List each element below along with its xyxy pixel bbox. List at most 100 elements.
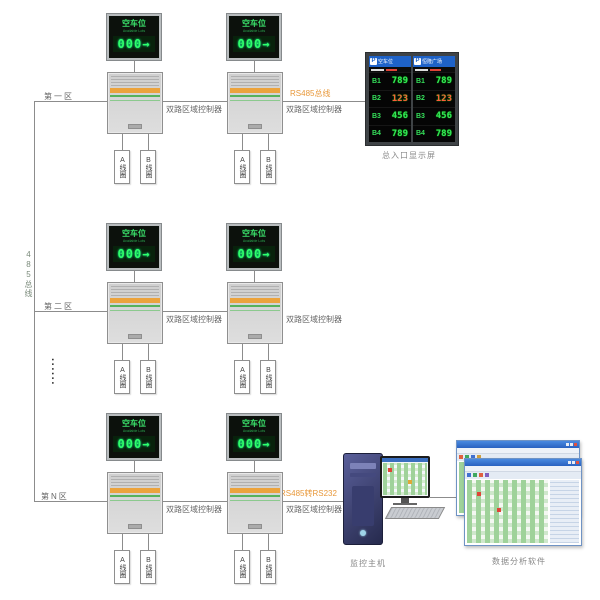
connector-line <box>254 270 255 282</box>
minimize-icon <box>568 461 571 464</box>
coil-b-box: B线圈 <box>260 150 276 184</box>
data-side-panel <box>549 480 579 543</box>
controller-green-line <box>110 495 160 497</box>
zone-controller-unit: 空车位 Available Lots 000→ 双路区域控制器 A线圈 B线圈 <box>226 413 347 590</box>
controller-label: 双路区域控制器 <box>166 505 222 514</box>
coil-a-label: A线圈 <box>119 156 126 178</box>
controller-cabinet <box>227 72 283 134</box>
led-sign-digits: 000→ <box>113 436 155 452</box>
toolbar-icon <box>477 455 481 459</box>
coil-b-box: B线圈 <box>140 150 156 184</box>
arrow-right-icon: → <box>142 247 151 261</box>
software-label: 数据分析软件 <box>492 557 546 566</box>
controller-cabinet <box>107 472 163 534</box>
led-sign: 空车位 Available Lots 000→ <box>106 413 162 461</box>
controller-green-line <box>230 100 280 101</box>
software-window <box>464 458 582 546</box>
controller-green-line <box>110 305 160 307</box>
zone-controller-unit: 空车位 Available Lots 000→ 双路区域控制器 A线圈 B线圈 <box>226 223 347 400</box>
row-id: B1 <box>416 77 425 85</box>
row-value: 789 <box>435 76 452 87</box>
digits: 000 <box>237 37 263 51</box>
arrow-right-icon: → <box>262 437 271 451</box>
subheader-bar <box>415 68 428 71</box>
tower-front-panel <box>352 486 374 526</box>
controller-latch <box>128 124 142 129</box>
digits: 000 <box>117 437 143 451</box>
display-panel: P 恒隆广场 B1 789 B2 123 B3 456 <box>413 56 455 142</box>
row-id: B2 <box>372 95 381 103</box>
coil-a-label: A线圈 <box>239 366 246 388</box>
controller-latch <box>128 334 142 339</box>
bus-label: 485总线 <box>24 250 33 298</box>
coil-a-box: A线圈 <box>234 550 250 584</box>
zone-controller-unit: 空车位 Available Lots 000→ 双路区域控制器 A线圈 B线圈 <box>106 223 227 400</box>
row-id: B2 <box>416 95 425 103</box>
panel-row: B2 123 <box>413 89 455 108</box>
connection-line <box>283 101 365 102</box>
panel-rows: B1 789 B2 123 B3 456 B4 789 <box>369 72 411 142</box>
occupied-spot <box>388 468 392 472</box>
panel-header: P 空车位 <box>369 56 411 67</box>
connector-line <box>148 344 149 360</box>
toolbar-icon <box>485 473 489 477</box>
connector-line <box>254 460 255 472</box>
row-id: B1 <box>372 77 381 85</box>
led-sign: 空车位 Available Lots 000→ <box>226 13 282 61</box>
panel-rows: B1 789 B2 123 B3 456 B4 789 <box>413 72 455 142</box>
controller-vents <box>231 476 279 486</box>
coil-b-box: B线圈 <box>260 360 276 394</box>
controller-cabinet <box>227 282 283 344</box>
connector-line <box>134 60 135 72</box>
controller-green-line <box>110 100 160 101</box>
rs485-bus-line <box>34 101 35 502</box>
monitor-stand <box>401 498 409 503</box>
coil-a-box: A线圈 <box>234 360 250 394</box>
controller-green-line <box>230 310 280 311</box>
controller-orange-stripe <box>110 488 160 493</box>
close-icon <box>574 443 577 446</box>
subheader-bar <box>386 68 397 71</box>
controller-label: 双路区域控制器 <box>286 505 342 514</box>
connector-line <box>268 134 269 150</box>
rs485-bus-label: RS485总线 <box>290 89 331 98</box>
row-id: B4 <box>372 130 381 138</box>
host-monitor <box>380 456 430 498</box>
window-titlebar <box>457 441 579 448</box>
led-sign: 空车位 Available Lots 000→ <box>106 223 162 271</box>
connector-line <box>254 60 255 72</box>
coil-b-box: B线圈 <box>140 360 156 394</box>
controller-cabinet <box>227 472 283 534</box>
host-label: 监控主机 <box>350 559 386 568</box>
panel-subheader <box>369 67 411 72</box>
connection-line <box>163 311 227 312</box>
coil-a-label: A线圈 <box>119 366 126 388</box>
controller-orange-stripe <box>230 298 280 303</box>
led-sign-digits: 000→ <box>113 36 155 52</box>
controller-vents <box>111 476 159 486</box>
maximize-icon <box>572 461 575 464</box>
row-value: 123 <box>435 93 452 104</box>
reserved-spot <box>408 480 412 484</box>
arrow-right-icon: → <box>142 37 151 51</box>
coil-b-label: B线圈 <box>265 366 272 388</box>
controller-latch <box>248 524 262 529</box>
led-sign-subtitle: Available Lots <box>242 238 266 243</box>
toolbar-icon <box>471 455 475 459</box>
panel-row: B4 789 <box>413 124 455 143</box>
connector-line <box>122 134 123 150</box>
controller-green-line <box>230 500 280 501</box>
connection-line <box>163 101 227 102</box>
panel-row: B2 123 <box>369 89 411 108</box>
led-sign-digits: 000→ <box>233 36 275 52</box>
parking-icon: P <box>414 58 421 65</box>
row-value: 456 <box>391 111 408 122</box>
arrow-right-icon: → <box>262 247 271 261</box>
toolbar-icon <box>479 473 483 477</box>
coil-b-label: B线圈 <box>145 366 152 388</box>
controller-vents <box>111 76 159 86</box>
toolbar-icon <box>459 455 463 459</box>
connector-line <box>242 534 243 550</box>
led-sign-digits: 000→ <box>233 436 275 452</box>
